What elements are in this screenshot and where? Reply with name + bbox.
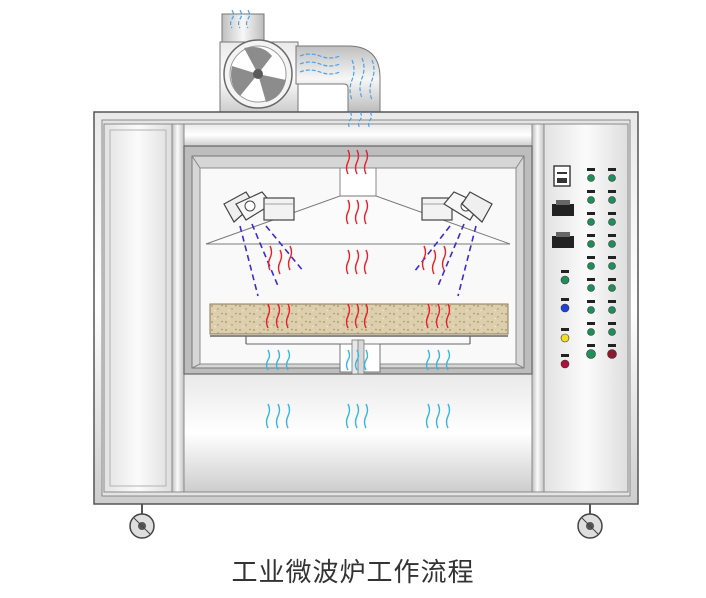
panel-switch[interactable]: [607, 344, 617, 359]
panel-switch[interactable]: [587, 278, 595, 292]
panel-switch[interactable]: [608, 278, 616, 292]
display-module: [552, 232, 574, 248]
left-door-panel: [103, 123, 173, 493]
panel-switch[interactable]: [608, 168, 616, 182]
indicator-light-icon: [560, 354, 570, 369]
microwave-rays: [239, 223, 477, 297]
panel-switch[interactable]: [587, 234, 595, 248]
panel-switch[interactable]: [586, 344, 596, 359]
panel-switch[interactable]: [608, 256, 616, 270]
diagram-caption: 工业微波炉工作流程: [231, 558, 475, 588]
panel-switch[interactable]: [608, 212, 616, 226]
magnetron-icon: [421, 191, 493, 223]
panel-switch[interactable]: [587, 256, 595, 270]
indicator-light-icon: [560, 328, 570, 343]
exhaust-fan-assembly: [219, 13, 381, 113]
indicator-light-icon: [560, 298, 570, 313]
hot-air-inlet: [339, 167, 377, 197]
hot-air-flow: [265, 149, 451, 329]
exhaust-air-flow: [229, 9, 375, 129]
panel-switch[interactable]: [608, 190, 616, 204]
duct-horizontal: [295, 45, 381, 113]
caster-wheel-icon: [577, 504, 603, 539]
panel-switch[interactable]: [587, 300, 595, 314]
panel-switch[interactable]: [608, 300, 616, 314]
display-module: [552, 200, 574, 216]
caster-wheel-icon: [129, 504, 155, 539]
panel-switch[interactable]: [608, 322, 616, 336]
indicator-light-icon: [560, 270, 570, 285]
lower-air-chamber: [183, 373, 533, 493]
cool-air-flow: [265, 349, 451, 429]
control-panel: [543, 123, 629, 493]
panel-switch[interactable]: [587, 168, 595, 182]
panel-switch[interactable]: [587, 322, 595, 336]
panel-switch[interactable]: [587, 212, 595, 226]
fan-icon: [223, 39, 293, 109]
panel-switch[interactable]: [587, 190, 595, 204]
industrial-microwave-diagram: [93, 9, 639, 539]
magnetron-icon: [223, 191, 295, 223]
panel-switch[interactable]: [608, 234, 616, 248]
